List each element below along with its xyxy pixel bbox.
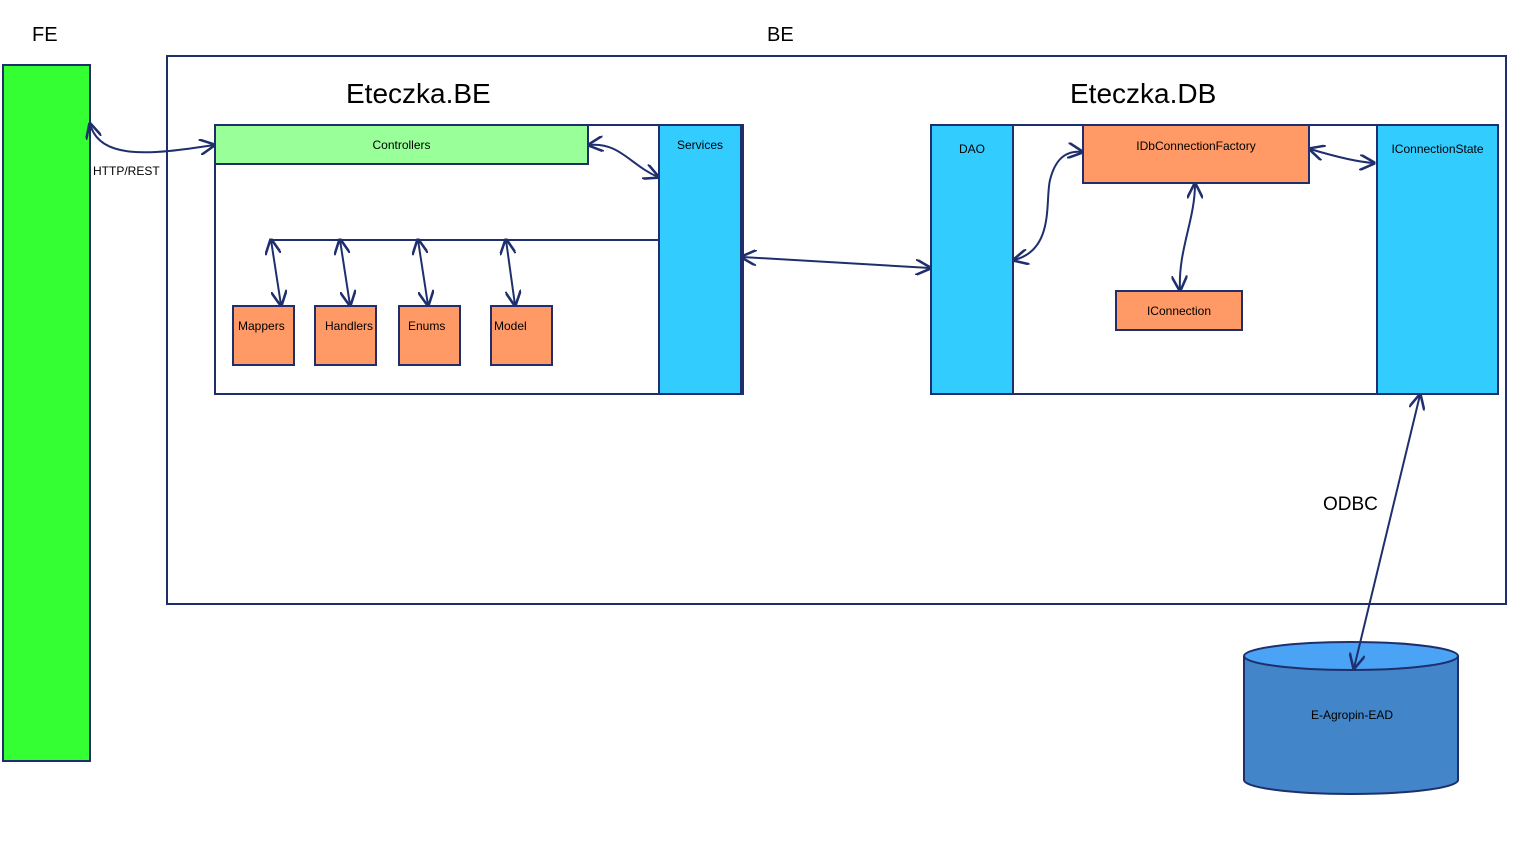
handlers-label: Handlers: [325, 319, 374, 333]
model-label: Model: [494, 319, 527, 333]
handlers-box[interactable]: Handlers: [314, 305, 377, 366]
connection-factory-label: IDbConnectionFactory: [1136, 139, 1256, 153]
http-rest-connector: [90, 124, 214, 152]
frontend-bar[interactable]: [2, 64, 91, 762]
database-label: E-Agropin-EAD: [1310, 708, 1394, 722]
enums-connector: [418, 240, 428, 305]
dao-label: DAO: [958, 142, 985, 156]
fe-label: FE: [32, 24, 58, 46]
services-dao-connector: [742, 257, 930, 268]
factory-connection-connector: [1180, 184, 1195, 290]
mappers-label: Mappers: [238, 319, 285, 333]
db-module-title: Eteczka.DB: [1070, 78, 1217, 109]
model-box[interactable]: Model: [490, 305, 553, 366]
be-module-title: Eteczka.BE: [346, 78, 491, 109]
connection-factory-box[interactable]: IDbConnectionFactory: [1082, 124, 1310, 184]
services-label: Services: [676, 138, 723, 152]
odbc-connector: [1354, 395, 1420, 668]
be-container: [166, 55, 1507, 605]
model-connector: [506, 240, 515, 305]
connection-label: IConnection: [1146, 304, 1212, 318]
enums-box[interactable]: Enums: [398, 305, 461, 366]
controllers-label: Controllers: [372, 137, 431, 152]
dao-factory-connector: [1014, 152, 1082, 260]
mappers-connector: [271, 240, 281, 305]
enums-label: Enums: [408, 319, 446, 333]
http-rest-label: HTTP/REST: [93, 164, 160, 178]
be-label: BE: [767, 24, 794, 46]
handlers-connector: [340, 240, 350, 305]
connection-state-label: IConnectionState: [1391, 142, 1484, 156]
mappers-box[interactable]: Mappers: [232, 305, 295, 366]
factory-state-connector: [1310, 149, 1374, 163]
controllers-services-connector: [589, 145, 658, 177]
connection-state-box[interactable]: IConnectionState: [1376, 124, 1499, 395]
